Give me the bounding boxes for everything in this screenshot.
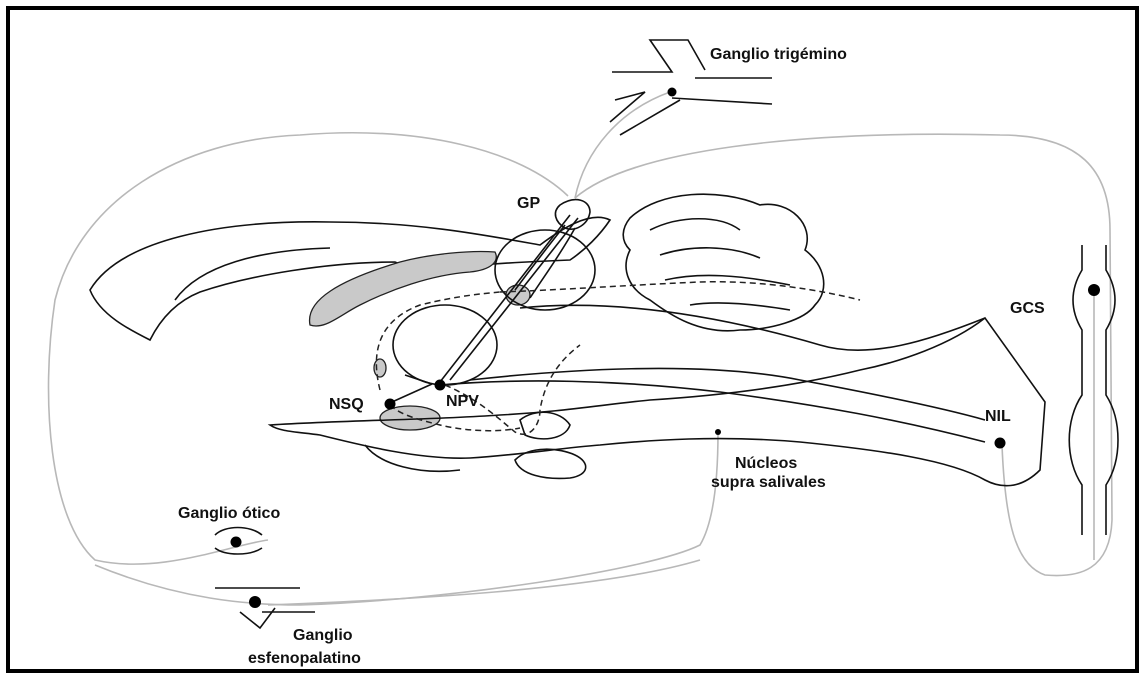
brainstem-upper-line: [520, 305, 985, 350]
label-ganglio-esfeno-line1: Ganglio: [293, 627, 353, 644]
nsq-nucleus-dot: [385, 399, 396, 410]
label-ganglio-otico: Ganglio ótico: [178, 505, 280, 522]
label-ganglio-esfeno-line2: esfenopalatino: [248, 650, 361, 667]
label-gp: GP: [517, 195, 540, 212]
cerebrum-outline: [90, 217, 610, 340]
label-npv: NPV: [446, 393, 479, 410]
dashed-pathway-lower: [445, 345, 580, 434]
otic-ganglion-cell: [231, 537, 242, 548]
salivary-nuclei-dot: [715, 429, 721, 435]
pathway-gp-npv-1: [440, 215, 570, 382]
arrow-npv-in: [405, 375, 432, 384]
sphenopalatine-ganglion-cell: [249, 596, 261, 608]
pituitary: [515, 449, 586, 478]
pathway-npv-nil: [440, 381, 985, 442]
nil-nucleus-dot: [995, 438, 1006, 449]
npv-nucleus-dot: [435, 380, 446, 391]
trigeminal-ganglion-cell: [668, 88, 677, 97]
pathway-to-sphenopalatine: [268, 560, 700, 605]
gcs-cell: [1088, 284, 1100, 296]
arrow-nsq-to-npv: [392, 384, 432, 402]
label-nil: NIL: [985, 408, 1011, 425]
sphenopalatine-ganglion: [215, 588, 315, 628]
pons-bump: [520, 412, 570, 439]
label-nucleos-line2: supra salivales: [711, 474, 826, 491]
outer-pathway-right: [575, 134, 1112, 575]
corpus-callosum: [310, 251, 497, 326]
cerebellum-folia: [650, 219, 790, 310]
label-nsq: NSQ: [329, 396, 364, 413]
label-nucleos-line1: Núcleos: [735, 455, 797, 472]
label-gcs: GCS: [1010, 300, 1045, 317]
outer-pathway-left: [48, 133, 568, 564]
label-ganglio-trigemino: Ganglio trigémino: [710, 46, 847, 63]
pathway-gp-npv-2: [450, 218, 578, 380]
trigeminal-fiber: [575, 92, 670, 198]
dashed-pathway-upper: [500, 282, 860, 300]
thalamus: [393, 305, 497, 385]
